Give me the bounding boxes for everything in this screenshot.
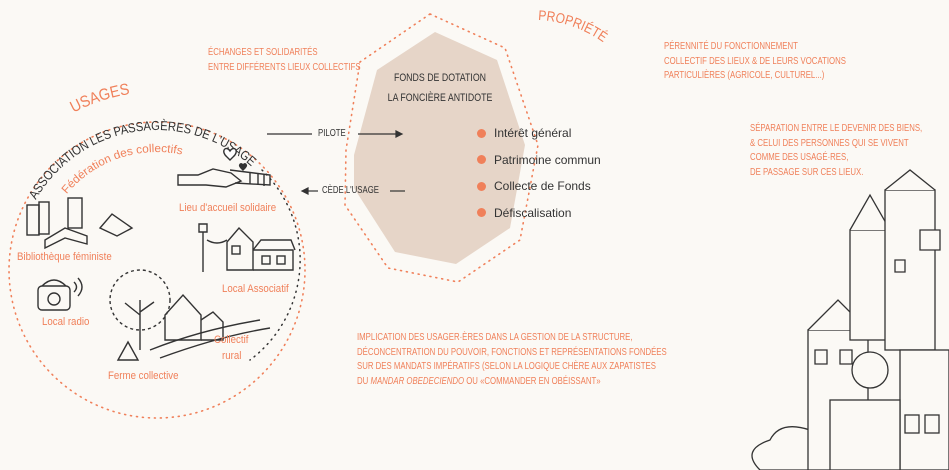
city-illustration xyxy=(751,169,949,470)
place-label-local-associatif: Local Associatif xyxy=(222,283,289,295)
svg-text:PROPRIÉTÉ: PROPRIÉTÉ xyxy=(538,7,611,45)
usages-circle xyxy=(8,121,306,419)
tree-icon xyxy=(109,269,171,361)
svg-text:ASSOCIATION LES PASSAGÈRES DE: ASSOCIATION LES PASSAGÈRES DE L'USAGE xyxy=(25,118,259,202)
books-icon xyxy=(26,197,134,250)
fonds-name-line2: LA FONCIÈRE ANTIDOTE xyxy=(387,92,493,104)
cede-usage-label: CÈDE L'USAGE xyxy=(322,185,379,196)
place-label-rural: rural xyxy=(222,350,242,362)
pilote-label: PILOTE xyxy=(318,128,346,139)
place-label-bibliotheque: Bibliothèque féministe xyxy=(17,251,112,263)
bullet-dot-icon xyxy=(477,128,486,138)
place-label-lieu-accueil: Lieu d'accueil solidaire xyxy=(179,202,277,214)
note-implication: IMPLICATION DES USAGER·ÈRES DANS LA GEST… xyxy=(357,332,667,387)
bullet-defiscalisation: Défiscalisation xyxy=(477,206,601,220)
fonds-name-line1: FONDS DE DOTATION xyxy=(393,72,487,84)
house-icon xyxy=(198,223,296,272)
fonds-octagon xyxy=(354,32,525,264)
fonds-bullets: Intérêt général Patrimoine commun Collec… xyxy=(477,126,601,220)
bullet-dot-icon xyxy=(477,181,486,191)
inner-dotted-arc xyxy=(249,169,301,361)
hands-heart-icon xyxy=(177,147,271,188)
cede-arrow xyxy=(300,187,405,195)
place-label-local-radio: Local radio xyxy=(42,316,90,328)
radio-icon xyxy=(37,277,83,311)
note-perennite: PÉRENNITÉ DU FONCTIONNEMENT COLLECTIF DE… xyxy=(664,41,846,81)
bullet-dot-icon xyxy=(477,208,486,217)
propriete-title: PROPRIÉTÉ xyxy=(538,7,611,45)
pilote-arrow xyxy=(267,130,404,138)
svg-text:USAGES: USAGES xyxy=(68,81,131,116)
association-name: ASSOCIATION LES PASSAGÈRES DE L'USAGE xyxy=(25,118,259,202)
propriete-dotted-outline xyxy=(344,13,539,283)
place-label-ferme: Ferme collective xyxy=(108,370,179,382)
bullet-interet-general: Intérêt général xyxy=(477,126,601,140)
note-separation: SÉPARATION ENTRE LE DEVENIR DES BIENS, &… xyxy=(750,123,923,178)
farm-house-icon xyxy=(149,293,271,359)
bullet-dot-icon xyxy=(477,155,486,164)
bullet-collecte-fonds: Collecte de Fonds xyxy=(477,179,601,193)
usages-title: USAGES xyxy=(68,81,131,116)
note-echanges: ÉCHANGES ET SOLIDARITÉS ENTRE DIFFÉRENTS… xyxy=(208,47,361,73)
bullet-patrimoine-commun: Patrimoine commun xyxy=(477,153,601,167)
place-label-collectif: Collectif xyxy=(214,334,249,346)
